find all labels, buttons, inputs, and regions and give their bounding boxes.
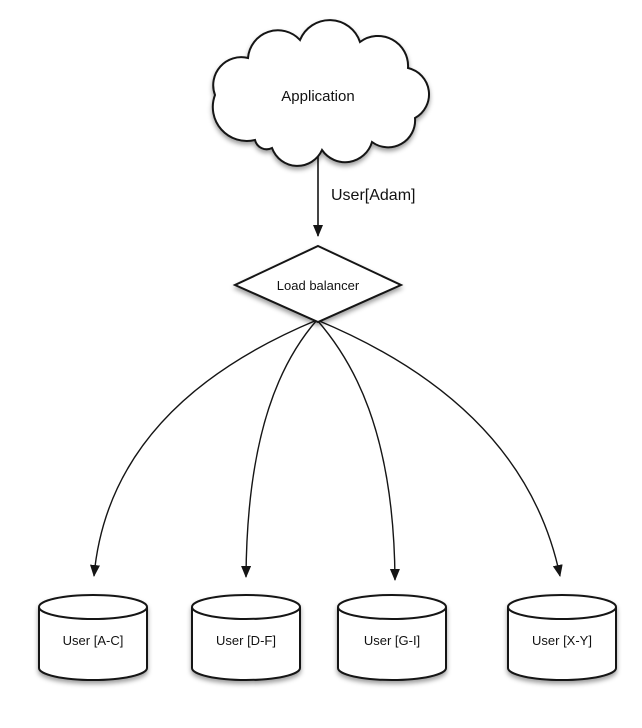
shard-2-label: User [D-F]: [216, 633, 276, 648]
shard-4-label: User [X-Y]: [532, 633, 592, 648]
edge-lb-to-shard-1: [90, 319, 318, 577]
load-balancer-label: Load balancer: [277, 278, 360, 293]
application-cloud-node: Application: [211, 19, 431, 167]
application-label: Application: [281, 88, 354, 105]
cylinder-top: [337, 594, 447, 620]
edge-lb-shard3-line: [316, 319, 400, 581]
load-balancer-node: Load balancer: [232, 244, 404, 324]
shard-1-label: User [A-C]: [63, 633, 124, 648]
db-shard-x-y: User [X-Y]: [507, 594, 617, 681]
edge-app-lb-label: User[Adam]: [331, 187, 415, 204]
edge-lb-shard2-line: [241, 319, 318, 578]
shard-3-label: User [G-I]: [364, 633, 420, 648]
cylinder-body: [337, 607, 447, 681]
cylinder-top: [38, 594, 148, 620]
cloud-shape: [211, 19, 431, 167]
edge-lb-shard4-line: [316, 319, 563, 577]
db-shard-g-i: User [G-I]: [337, 594, 447, 681]
cylinder-top: [507, 594, 617, 620]
diamond-shape: [232, 244, 404, 324]
edge-lb-to-shard-2: [241, 319, 318, 578]
edge-lb-to-shard-3: [316, 319, 400, 581]
cylinder-top: [191, 594, 301, 620]
cylinder-body: [507, 607, 617, 681]
cylinder-body: [191, 607, 301, 681]
edge-lb-to-shard-4: [316, 319, 563, 577]
edge-lb-shard1-line: [90, 319, 318, 577]
edge-application-to-load-balancer: User[Adam]: [313, 152, 415, 237]
db-shard-d-f: User [D-F]: [191, 594, 301, 681]
db-shard-a-c: User [A-C]: [38, 594, 148, 681]
cylinder-body: [38, 607, 148, 681]
